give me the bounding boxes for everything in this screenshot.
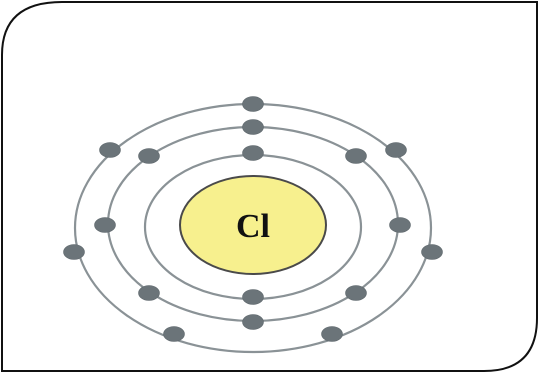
nucleus-circle <box>179 175 327 275</box>
electron-shell-2-4 <box>94 217 116 233</box>
electron-shell-3-1 <box>242 96 264 112</box>
element-symbol: Cl <box>236 208 270 245</box>
electron-shell-1-2 <box>242 289 264 305</box>
electron-shell-2-7 <box>345 285 367 301</box>
electron-shell-2-3 <box>345 148 367 164</box>
electron-shell-2-5 <box>389 217 411 233</box>
electron-shell-2-2 <box>138 148 160 164</box>
electron-shell-2-6 <box>138 285 160 301</box>
electron-shell-1-1 <box>242 145 264 161</box>
electron-shell-3-5 <box>421 244 443 260</box>
electron-shell-2-8 <box>242 314 264 330</box>
electrons <box>63 96 443 342</box>
electron-shell-3-4 <box>63 244 85 260</box>
electron-shell-2-1 <box>242 119 264 135</box>
electron-shell-3-7 <box>321 326 343 342</box>
nucleus: Cl <box>179 175 327 275</box>
electron-shell-3-3 <box>385 142 407 158</box>
electron-shell-3-2 <box>99 142 121 158</box>
electron-shell-3-6 <box>163 326 185 342</box>
